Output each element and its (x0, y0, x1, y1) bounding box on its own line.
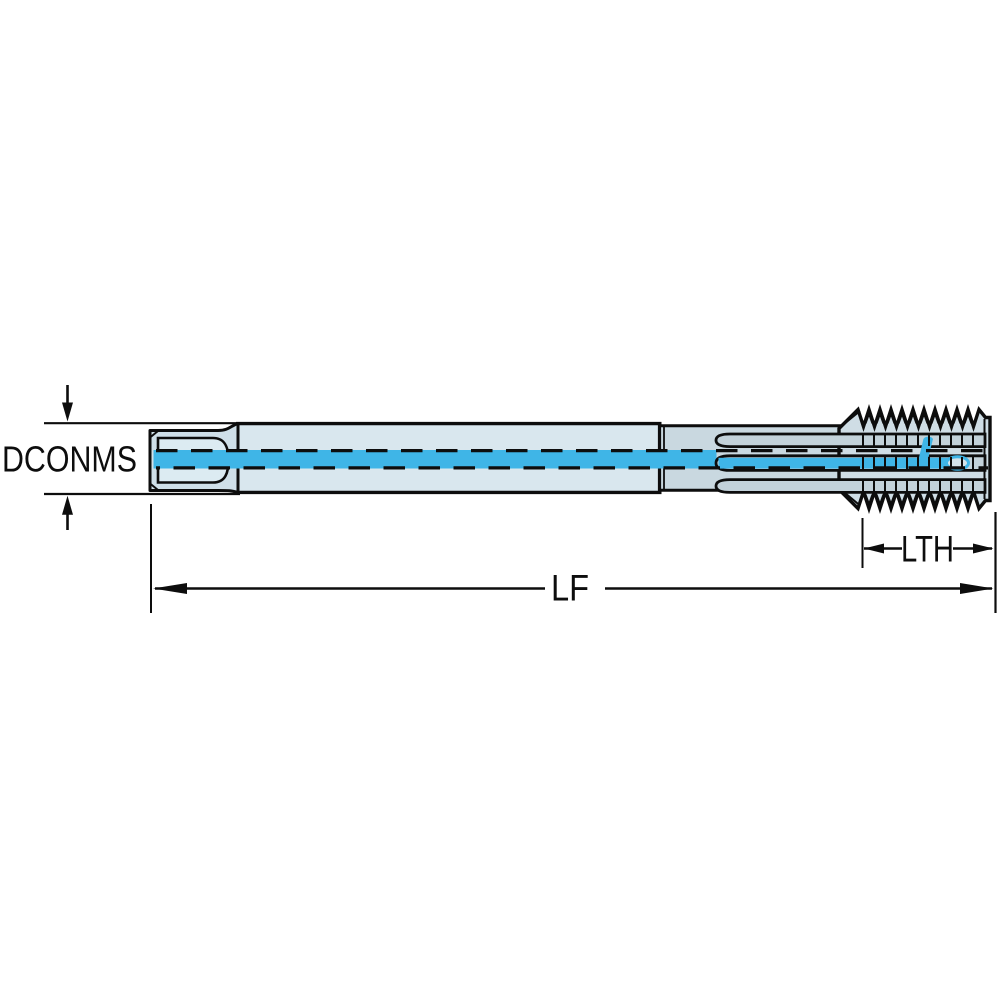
lth-arrowhead-left (864, 543, 884, 554)
lth-arrowhead-right (973, 543, 994, 554)
lf-arrowhead-right (960, 583, 994, 594)
coolant-channel-in-flute (718, 457, 949, 469)
flute-top (714, 432, 987, 448)
dconms-arrowhead-bottom (62, 495, 73, 515)
thread-start-facet-top (840, 410, 861, 427)
thread-inner-profile-bottom (864, 494, 973, 507)
lf-arrowhead-left (153, 583, 187, 594)
flute-bottom (714, 478, 987, 494)
lth-label: LTH (901, 529, 954, 570)
thread-flank-ticks (862, 435, 974, 492)
square-chamfer-bottom (149, 482, 159, 491)
thread-inner-profile-top (864, 411, 973, 424)
dconms-arrowhead-top (62, 402, 73, 422)
square-chamfer-top (149, 430, 159, 439)
coolant-channel-band (153, 450, 717, 469)
dconms-label: DCONMS (2, 439, 137, 480)
lf-label: LF (551, 568, 589, 609)
